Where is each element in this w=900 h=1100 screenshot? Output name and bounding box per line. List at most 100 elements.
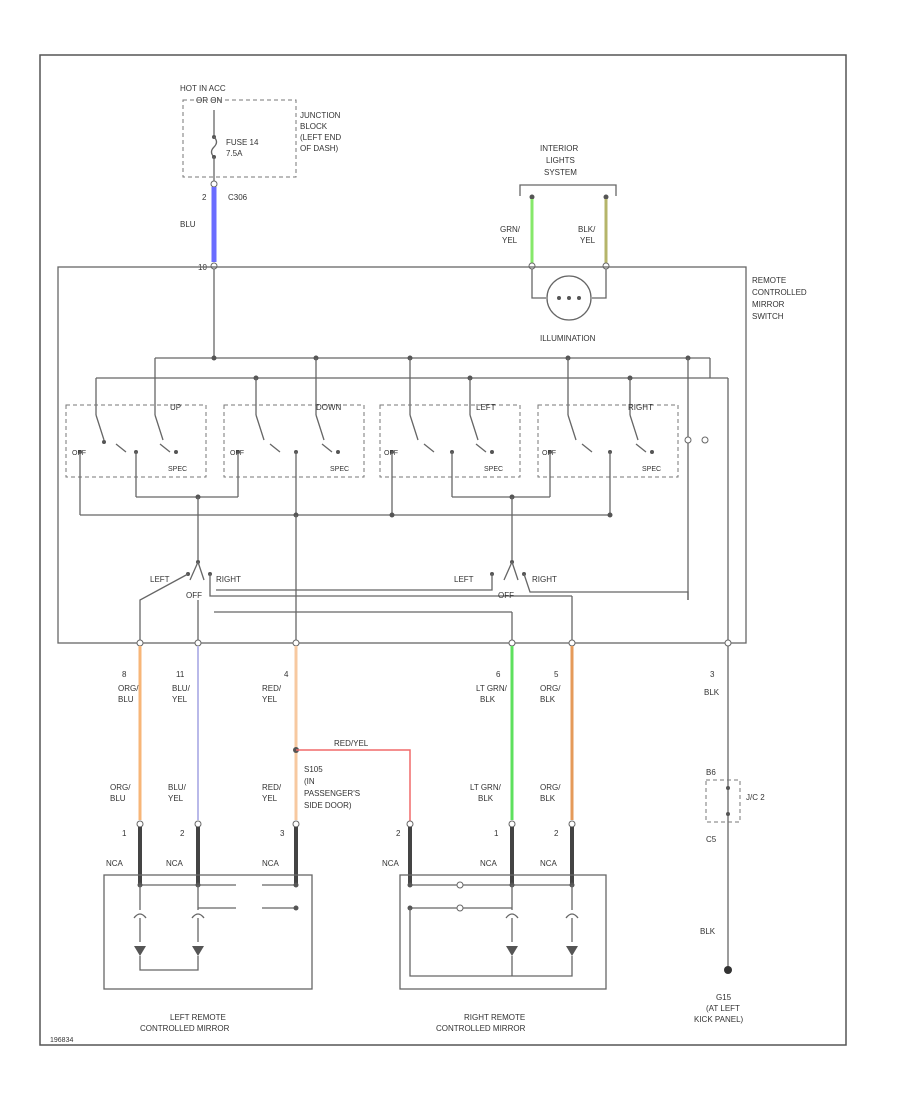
fuse-label-1: FUSE 14: [226, 138, 259, 147]
ground-label-1: G15: [716, 993, 732, 1002]
junction-box-outline: [182, 99, 297, 178]
splice-label-4: SIDE DOOR): [304, 801, 352, 810]
svg-text:2: 2: [180, 829, 185, 838]
blu-wire-label: BLU: [180, 220, 196, 229]
svg-text:YEL: YEL: [262, 695, 278, 704]
svg-text:RED/: RED/: [262, 684, 282, 693]
up-label: UP: [170, 403, 181, 412]
switch-block-left: LEFT OFF SPEC: [379, 403, 521, 515]
ground-point: [724, 966, 732, 974]
spec-label-down: SPEC: [330, 466, 349, 473]
ground-label-2: (AT LEFT: [706, 1004, 740, 1013]
svg-text:YEL: YEL: [262, 794, 278, 803]
spec-label-up: SPEC: [168, 466, 187, 473]
svg-text:C5: C5: [706, 835, 717, 844]
svg-text:NCA: NCA: [106, 859, 124, 868]
right-label: RIGHT: [628, 403, 653, 412]
hot-title-1: HOT IN ACC: [180, 84, 226, 93]
upper-wire-labels: 8 ORG/ BLU 11 BLU/ YEL 4 RED/ YEL 6 LT G…: [118, 670, 720, 704]
svg-text:BLK: BLK: [480, 695, 496, 704]
grn-yel-label-1: GRN/: [500, 225, 521, 234]
left-mirror-connectors: 1 2 3 NCA NCA NCA: [106, 820, 300, 868]
svg-text:ORG/: ORG/: [110, 783, 131, 792]
svg-text:RED/: RED/: [262, 783, 282, 792]
off-label-left: OFF: [384, 450, 398, 457]
diagram-code: 196834: [50, 1037, 73, 1044]
lower-wire-labels: ORG/ BLU BLU/ YEL RED/ YEL LT GRN/ BLK O…: [110, 783, 561, 803]
junction-label-2: BLOCK: [300, 122, 328, 131]
selector-switch-left: LEFT RIGHT OFF: [139, 560, 572, 640]
down-label: DOWN: [316, 403, 342, 412]
red-yel-link-label: RED/YEL: [334, 739, 369, 748]
svg-text:BLK: BLK: [704, 688, 720, 697]
selector-left-right: RIGHT: [216, 575, 241, 584]
svg-text:BLK: BLK: [540, 695, 556, 704]
selector-right-off: OFF: [498, 591, 514, 600]
switch-block-down: DOWN OFF SPEC: [223, 403, 365, 515]
svg-text:ORG/: ORG/: [118, 684, 139, 693]
svg-text:BLK: BLK: [478, 794, 494, 803]
svg-text:BLU/: BLU/: [168, 783, 187, 792]
ground-wire-label: BLK: [700, 927, 716, 936]
splice-label-1: S105: [304, 765, 323, 774]
spec-label-right: SPEC: [642, 466, 661, 473]
interior-label-1: INTERIOR: [540, 144, 578, 153]
svg-text:3: 3: [710, 670, 715, 679]
hot-title-2: OR ON: [196, 96, 222, 105]
c306-connector: [210, 180, 218, 188]
left-label: LEFT: [476, 403, 496, 412]
spec-label-left: SPEC: [484, 466, 503, 473]
svg-text:ORG/: ORG/: [540, 783, 561, 792]
switch-name-1: REMOTE: [752, 276, 786, 285]
red-yel-link-wire: [296, 749, 411, 822]
svg-text:NCA: NCA: [540, 859, 558, 868]
junction-label-4: OF DASH): [300, 144, 339, 153]
svg-text:1: 1: [122, 829, 127, 838]
blk-yel-label-2: YEL: [580, 236, 596, 245]
svg-text:J/C 2: J/C 2: [746, 793, 765, 802]
svg-text:4: 4: [284, 670, 289, 679]
junction-label-3: (LEFT END: [300, 133, 341, 142]
mirror-leads: [138, 827, 574, 885]
svg-text:11: 11: [176, 670, 185, 679]
switch-block-right: RIGHT OFF SPEC: [537, 403, 679, 515]
jc2-connector: B6 J/C 2 C5: [705, 768, 765, 844]
ground-label-3: KICK PANEL): [694, 1015, 744, 1024]
svg-text:LT GRN/: LT GRN/: [470, 783, 502, 792]
svg-text:6: 6: [496, 670, 501, 679]
junction-label-1: JUNCTION: [300, 111, 341, 120]
svg-text:2: 2: [554, 829, 559, 838]
switch-name-3: MIRROR: [752, 300, 785, 309]
junction-block: HOT IN ACC OR ON FUSE 14 7.5A JUNCTION B…: [180, 84, 341, 182]
switch-name-4: SWITCH: [752, 312, 784, 321]
fuse-label-2: 7.5A: [226, 149, 243, 158]
right-remote-mirror: RIGHT REMOTE CONTROLLED MIRROR: [399, 874, 607, 1033]
svg-text:NCA: NCA: [480, 859, 498, 868]
selector-right-left: LEFT: [454, 575, 474, 584]
splice-label-2: (IN: [304, 777, 315, 786]
left-mirror-label-1: LEFT REMOTE: [170, 1013, 226, 1022]
mirror-switch-housing: [57, 266, 747, 644]
off-label-up: OFF: [72, 450, 86, 457]
blk-yel-label-1: BLK/: [578, 225, 596, 234]
svg-text:BLU/: BLU/: [172, 684, 191, 693]
c306-label: C306: [228, 193, 248, 202]
selector-left-off: OFF: [186, 591, 202, 600]
interior-label-3: SYSTEM: [544, 168, 577, 177]
switch-contact-pair: [684, 436, 709, 444]
interior-lights-system: INTERIOR LIGHTS SYSTEM GRN/ YEL BLK/ YEL: [500, 144, 617, 270]
svg-text:NCA: NCA: [382, 859, 400, 868]
svg-text:YEL: YEL: [172, 695, 188, 704]
interior-label-2: LIGHTS: [546, 156, 575, 165]
switch-name-2: CONTROLLED: [752, 288, 807, 297]
svg-text:YEL: YEL: [168, 794, 184, 803]
left-remote-mirror: LEFT REMOTE CONTROLLED MIRROR: [103, 874, 313, 1033]
svg-text:5: 5: [554, 670, 559, 679]
diagram-frame: [39, 54, 847, 1046]
off-label-down: OFF: [230, 450, 244, 457]
svg-text:ORG/: ORG/: [540, 684, 561, 693]
illumination-label: ILLUMINATION: [540, 334, 596, 343]
off-label-right: OFF: [542, 450, 556, 457]
svg-text:BLU: BLU: [110, 794, 126, 803]
c306-pin: 2: [202, 193, 207, 202]
